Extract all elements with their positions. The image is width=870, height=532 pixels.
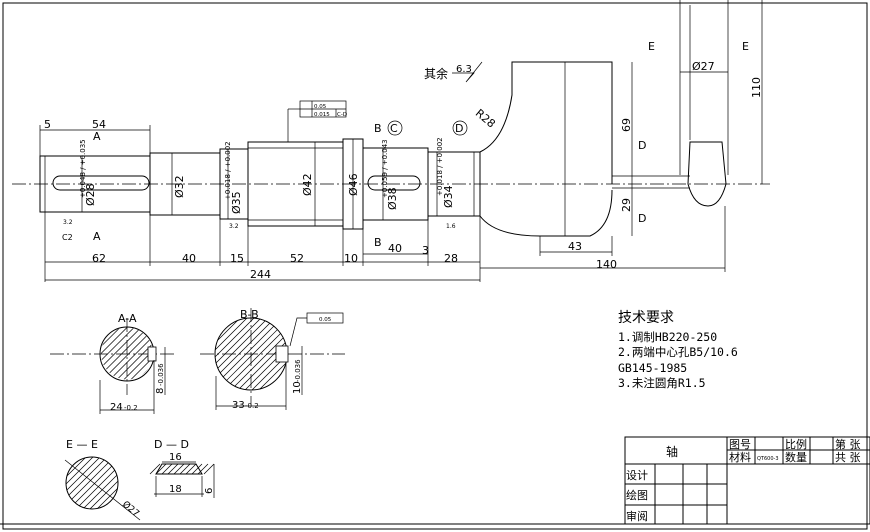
svg-text:Ø27: Ø27 <box>120 499 141 519</box>
dim-15: 15 <box>230 252 244 265</box>
svg-text:10: 10 <box>292 381 303 394</box>
tolerance-frame-main: 0.05 0.015 C-D <box>287 100 347 142</box>
svg-text:8: 8 <box>155 388 166 394</box>
dim-dia38: Ø38 <box>386 187 399 210</box>
section-a-a: A-A 24 -0.2 8 -0.036 <box>50 312 175 414</box>
dim-43: 43 <box>568 240 582 253</box>
dim-110: 110 <box>750 77 763 98</box>
svg-text:0.05: 0.05 <box>314 104 327 110</box>
tech-req-line-2: 2.两端中心孔B5/10.6 <box>618 345 738 359</box>
svg-text:-0.036: -0.036 <box>294 359 302 382</box>
svg-text:-0.2: -0.2 <box>245 402 259 410</box>
svg-text:共 张: 共 张 <box>835 451 861 464</box>
svg-text:材料: 材料 <box>729 450 751 464</box>
tech-req-line-1: 1.调制HB220-250 <box>618 329 718 344</box>
svg-text:-0.2: -0.2 <box>124 404 138 412</box>
tech-requirements: 技术要求 1.调制HB220-250 2.两端中心孔B5/10.6 GB145-… <box>618 310 738 392</box>
dim-244: 244 <box>250 268 271 281</box>
ra-32-b: 3.2 <box>229 223 239 230</box>
dim-dia34-tol: +0.018 / +0.002 <box>436 137 444 196</box>
surface-note: 其余 6.3 <box>424 61 483 83</box>
section-markers: A A B B C D D D E E <box>93 40 749 249</box>
marker-a-bottom: A <box>93 230 101 243</box>
svg-text:C-D: C-D <box>337 112 347 118</box>
svg-text:审阅: 审阅 <box>626 509 648 523</box>
dim-69: 69 <box>620 118 633 132</box>
main-dimensions <box>39 0 763 282</box>
marker-b-top: B <box>374 122 382 135</box>
svg-text:绘图: 绘图 <box>626 488 648 502</box>
marker-d-top: D <box>638 139 646 152</box>
tech-req-line-4: 3.未注圆角R1.5 <box>618 376 706 390</box>
dim-dia35-tol: +0.018 / +0.002 <box>224 141 232 200</box>
ra-32-a: 3.2 <box>63 219 73 226</box>
dim-dia35: Ø35 <box>230 191 243 214</box>
marker-a-top: A <box>93 130 101 143</box>
keyway-b <box>367 175 421 191</box>
svg-text:16: 16 <box>169 452 182 463</box>
dim-140: 140 <box>596 258 617 271</box>
keyway-a <box>52 175 150 191</box>
dimension-labels: 62 40 15 52 10 40 3 28 244 54 5 140 43 Ø… <box>44 60 763 281</box>
dim-dia28-tol: +0.048 / +0.035 <box>79 139 87 198</box>
svg-text:18: 18 <box>169 484 182 495</box>
svg-text:6.3: 6.3 <box>456 64 472 75</box>
svg-text:D — D: D — D <box>154 438 189 451</box>
svg-text:0.015: 0.015 <box>314 112 330 118</box>
section-d-d: D — D 16 18 6 <box>149 438 215 498</box>
svg-text:QT600-3: QT600-3 <box>757 456 779 462</box>
dim-r28: R28 <box>473 107 498 131</box>
svg-text:图号: 图号 <box>729 438 751 451</box>
ra-16: 1.6 <box>446 223 456 230</box>
datum-c: C <box>390 122 398 135</box>
svg-text:设计: 设计 <box>626 469 648 482</box>
section-b-b: B-B 33 -0.2 10 -0.036 0.05 <box>200 308 345 411</box>
svg-text:A-A: A-A <box>118 312 137 325</box>
dim-dia46: Ø46 <box>347 173 360 196</box>
dim-10: 10 <box>344 252 358 265</box>
part-name: 轴 <box>666 444 678 459</box>
dim-40a: 40 <box>182 252 196 265</box>
crank-pin <box>687 141 727 207</box>
marker-b-bottom: B <box>374 236 382 249</box>
svg-text:0.05: 0.05 <box>319 317 332 323</box>
dim-52: 52 <box>290 252 304 265</box>
shaft-seg-34 <box>427 151 481 217</box>
svg-text:33: 33 <box>232 400 245 411</box>
dim-62: 62 <box>92 252 106 265</box>
dim-dia34: Ø34 <box>442 185 455 208</box>
dim-5: 5 <box>44 118 51 131</box>
marker-d-bottom: D <box>638 212 646 225</box>
marker-e-right: E <box>742 40 749 53</box>
title-block: 轴 图号 比例 第 张 材料 QT600-3 数量 共 张 设计 绘图 审阅 <box>624 436 870 525</box>
tech-requirements-title: 技术要求 <box>618 310 674 326</box>
marker-e-left: E <box>648 40 655 53</box>
dim-dia38-tol: +0.059 / +0.043 <box>381 139 389 198</box>
tech-req-line-3: GB145-1985 <box>618 360 688 375</box>
svg-text:比例: 比例 <box>785 437 807 451</box>
datum-d: D <box>455 122 463 135</box>
svg-text:数量: 数量 <box>785 451 807 464</box>
dim-dia42: Ø42 <box>301 173 314 196</box>
svg-text:第 张: 第 张 <box>835 437 861 451</box>
svg-text:24: 24 <box>110 402 123 413</box>
dim-dia32: Ø32 <box>173 175 186 198</box>
crank-bend <box>479 61 613 184</box>
dim-29: 29 <box>620 198 633 212</box>
dim-3: 3 <box>422 244 429 257</box>
section-e-e: E — E Ø27 <box>64 438 141 521</box>
chamfer-c2: C2 <box>62 233 73 242</box>
dim-28: 28 <box>444 252 458 265</box>
svg-text:其余: 其余 <box>424 66 448 81</box>
svg-text:6: 6 <box>204 488 215 494</box>
dim-54: 54 <box>92 118 106 131</box>
svg-text:E — E: E — E <box>66 438 98 451</box>
dim-dia27: Ø27 <box>692 60 715 73</box>
dim-dia28: Ø28 <box>84 183 97 206</box>
dim-40b: 40 <box>388 242 402 255</box>
svg-text:-0.036: -0.036 <box>157 363 165 386</box>
